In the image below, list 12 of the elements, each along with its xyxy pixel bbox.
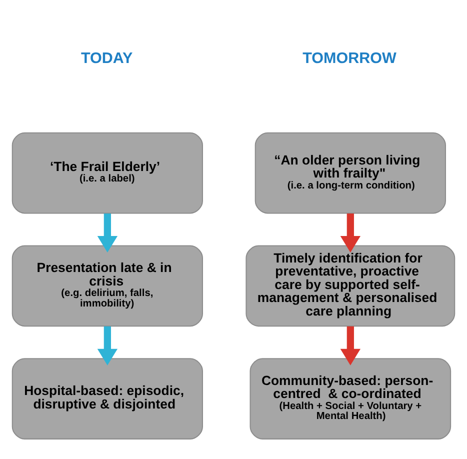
arrow: [340, 213, 361, 252]
arrow: [97, 213, 118, 252]
node-box: Timely identification for preventative, proactive care by supported self-management & personalised care planning: [246, 245, 456, 327]
arrow: [340, 326, 361, 366]
node-box: “An older person living with frailty" (i.e. a long-term condition): [254, 132, 446, 214]
label: TOMORROW: [302, 50, 396, 67]
node-box: Presentation late & in crisis (e.g. delirium, falls, immobility): [12, 245, 203, 327]
label: TODAY: [81, 50, 133, 67]
node-box: Community-based: person-centred & co-ordinated (Health + Social + Voluntary + Mental Health): [250, 358, 452, 440]
arrow: [97, 326, 118, 366]
node-box: ‘The Frail Elderly’ (i.e. a label): [12, 132, 203, 214]
node-box: Hospital-based: episodic, disruptive & disjointed: [12, 358, 203, 440]
